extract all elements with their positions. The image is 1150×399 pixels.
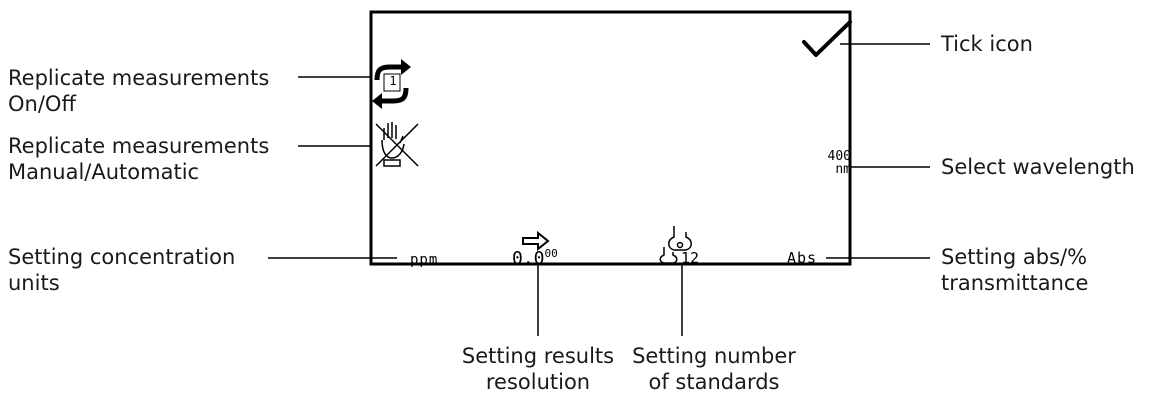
manual-hand-crossed-icon	[375, 122, 419, 167]
callout-conc-units-l1: Setting concentration	[8, 245, 236, 269]
callout-conc-units-l2: units	[8, 271, 60, 295]
lcd-resolution-main: 0.0	[512, 248, 545, 269]
callout-replicate-mode-l1: Replicate measurements	[8, 134, 270, 158]
flask-icon	[659, 226, 692, 264]
lcd-conc-unit[interactable]: ppm	[410, 252, 439, 268]
arrow-right-icon	[522, 230, 550, 252]
callout-standards-l1: Setting number	[632, 344, 796, 368]
tick-icon	[802, 20, 852, 57]
lcd-replicate-count: 1	[389, 74, 397, 88]
lcd-resolution[interactable]: 0.000	[512, 247, 558, 269]
callout-standards: Setting number of standards	[624, 343, 804, 395]
callout-conc-units: Setting concentration units	[8, 244, 235, 296]
callout-replicate-mode: Replicate measurements Manual/Automatic	[8, 133, 269, 185]
callout-replicate-mode-l2: Manual/Automatic	[8, 160, 200, 184]
callout-tick-icon: Tick icon	[941, 32, 1033, 56]
lcd-abs-mode[interactable]: Abs	[787, 249, 818, 267]
callout-select-wavelength: Select wavelength	[941, 155, 1135, 179]
replicate-cycle-icon	[372, 59, 411, 109]
callout-abs-trans-l1: Setting abs/%	[941, 245, 1088, 269]
callout-abs-trans: Setting abs/% transmittance	[941, 244, 1088, 296]
callout-abs-trans-l2: transmittance	[941, 271, 1089, 295]
lcd-standards-count[interactable]: 12	[681, 249, 700, 267]
lcd-screen-frame	[369, 10, 852, 266]
callout-resolution-l1: Setting results	[461, 344, 615, 368]
callout-standards-l2: of standards	[648, 370, 780, 394]
callout-replicate-onoff: Replicate measurements On/Off	[8, 65, 269, 117]
callout-replicate-onoff-l2: On/Off	[8, 92, 76, 116]
callout-replicate-onoff-l1: Replicate measurements	[8, 66, 270, 90]
lcd-wavelength[interactable]: 400 nm	[815, 150, 851, 176]
callout-resolution-l2: resolution	[485, 370, 591, 394]
lcd-wavelength-value: 400	[827, 149, 851, 164]
lcd-resolution-super: 00	[544, 247, 558, 260]
callout-resolution: Setting results resolution	[450, 343, 626, 395]
lcd-wavelength-unit: nm	[835, 162, 851, 177]
